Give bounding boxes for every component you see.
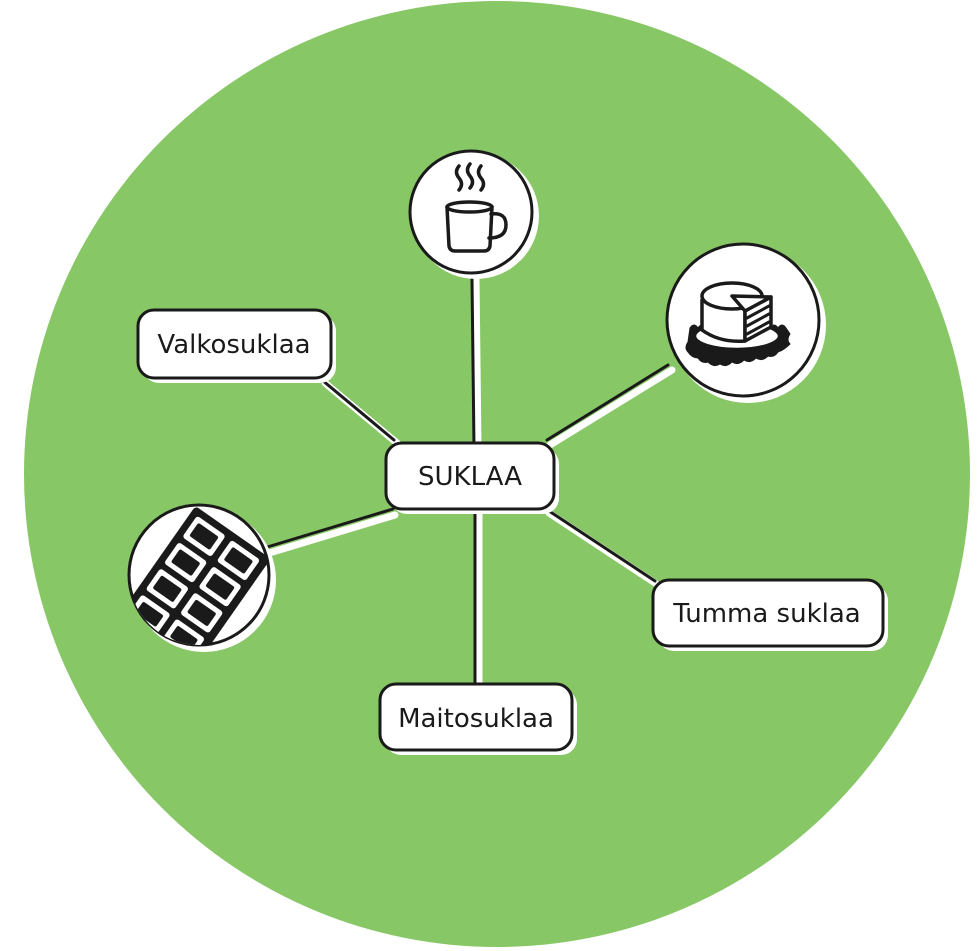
label-tumma-suklaa: Tumma suklaa: [672, 599, 860, 629]
label-node-tumma-suklaa: Tumma suklaa: [651, 578, 888, 651]
connector-cake: [545, 363, 676, 449]
coffee-cup-icon: [445, 162, 508, 253]
label-valkosuklaa: Valkosuklaa: [157, 330, 310, 360]
connector-bar: [262, 507, 399, 558]
label-maitosuklaa: Maitosuklaa: [398, 704, 554, 734]
connector-maito: [473, 508, 483, 688]
label-node-maitosuklaa: Maitosuklaa: [378, 682, 577, 755]
chocolate-bar-icon: [129, 507, 269, 645]
connector-coffee: [470, 275, 482, 451]
icon-node-coffee: [408, 149, 539, 279]
label-node-valkosuklaa: Valkosuklaa: [136, 308, 336, 383]
center-label: SUKLAA: [418, 462, 522, 492]
cake-icon: [685, 281, 791, 367]
center-node: SUKLAA: [384, 441, 559, 514]
connector-tumma: [544, 507, 662, 589]
connectors: [262, 275, 676, 688]
icon-node-chocolate-bar: [127, 503, 276, 652]
icon-node-cake: [665, 242, 826, 403]
connector-valkosuklaa: [320, 378, 401, 447]
